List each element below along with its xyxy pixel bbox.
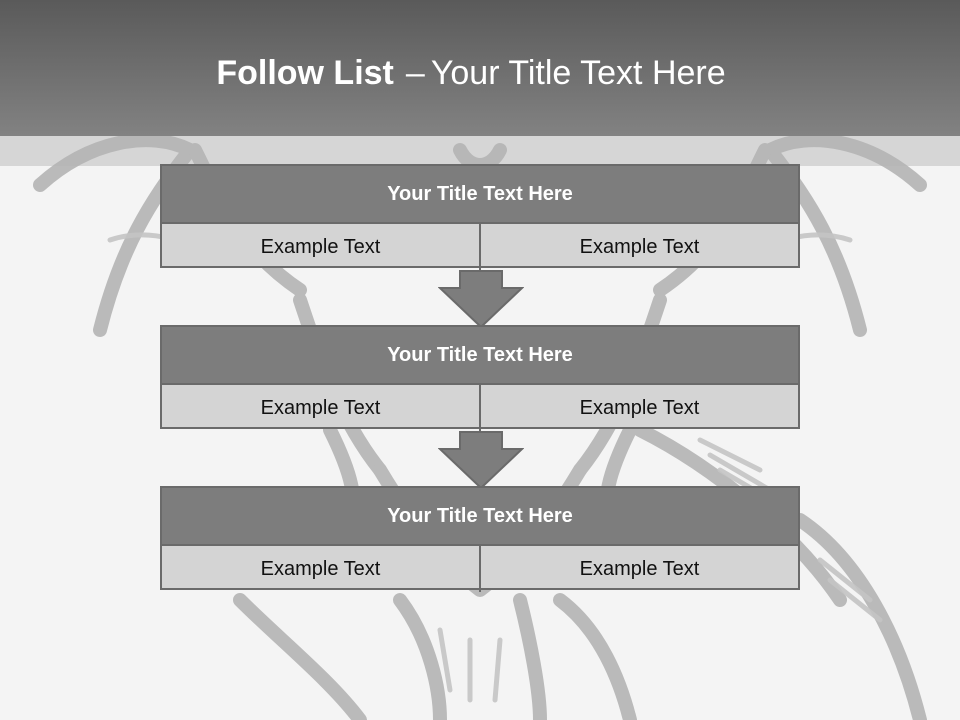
step-title: Your Title Text Here [162,166,798,224]
step-left-text: Example Text [260,235,381,258]
slide-header: Follow List–Your Title Text Here [0,0,960,136]
step-box-2: Your Title Text Here Example Text Exampl… [160,325,800,431]
step-left-text: Example Text [260,396,381,419]
step-right-text: Example Text [479,224,798,270]
step-row: Example Text Example Text [162,224,798,270]
down-arrow-icon [438,270,524,328]
step-title: Your Title Text Here [162,327,798,385]
slide-title: Follow List–Your Title Text Here [0,54,942,93]
slide-title-dash: – [405,54,425,92]
step-title: Your Title Text Here [162,488,798,546]
step-row: Example Text Example Text [162,385,798,431]
step-box-3: Your Title Text Here Example Text Exampl… [160,486,800,592]
slide-title-bold: Follow List [216,54,394,92]
step-left-text: Example Text [260,557,381,580]
slide-title-rest: Your Title Text Here [430,54,726,92]
down-arrow-icon [438,431,524,489]
step-right-text: Example Text [479,385,798,431]
step-right-text: Example Text [479,546,798,592]
step-row: Example Text Example Text [162,546,798,592]
step-box-1: Your Title Text Here Example Text Exampl… [160,164,800,270]
